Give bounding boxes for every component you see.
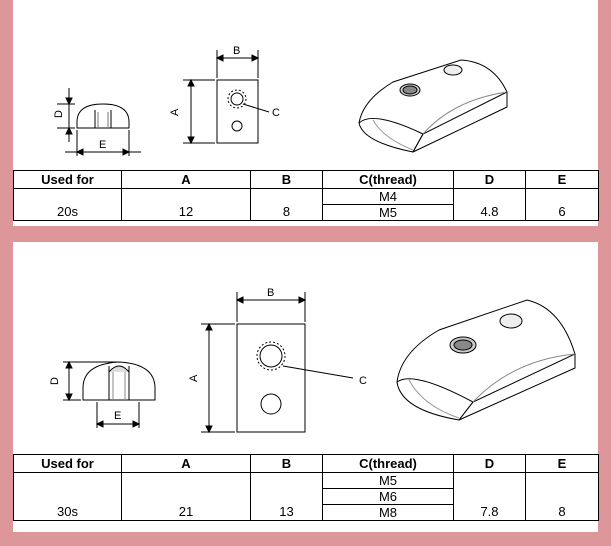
- table-row: 20s 12 8 M4 4.8 6: [13, 188, 599, 221]
- header-e: E: [525, 454, 599, 473]
- cell-a: 21: [121, 472, 251, 521]
- dim-label-b: B: [233, 45, 240, 57]
- spec-panel-30s: B A C D E Used for A B C(thread) D E 30s…: [13, 242, 599, 532]
- header-c-thread: C(thread): [322, 170, 454, 189]
- cell-e: 6: [525, 188, 599, 221]
- dim-label-c: C: [272, 107, 280, 119]
- cell-b: 13: [250, 472, 323, 521]
- dim-label-e: E: [114, 410, 121, 422]
- dim-label-b: B: [267, 287, 274, 299]
- header-b: B: [250, 170, 323, 189]
- cell-thread: M5: [322, 204, 454, 221]
- header-b: B: [250, 454, 323, 473]
- isometric-view-drawing: [396, 299, 576, 421]
- dim-label-a: A: [188, 374, 200, 382]
- header-used-for: Used for: [13, 454, 122, 473]
- table-row: M5: [14, 204, 599, 221]
- cell-a: 12: [121, 188, 251, 221]
- header-c-thread: C(thread): [322, 454, 454, 473]
- side-view-drawing: [57, 88, 141, 156]
- drawings-30s: B A C D E: [49, 287, 576, 434]
- header-used-for: Used for: [13, 170, 122, 189]
- header-d: D: [453, 454, 526, 473]
- cell-e: 8: [525, 472, 599, 521]
- table-row: 30s 21 13 M5 7.8 8: [13, 472, 599, 521]
- cell-d: 7.8: [453, 472, 526, 521]
- cell-used-for: 20s: [13, 188, 122, 221]
- dim-label-a: A: [169, 108, 181, 116]
- drawings-20s: B A C D E: [53, 45, 508, 156]
- top-view-drawing: [201, 292, 354, 434]
- cell-thread: M8: [322, 504, 454, 521]
- cell-thread: M5: [322, 472, 454, 489]
- spec-table-20s: Used for A B C(thread) D E 20s 12 8 M4 4…: [13, 170, 599, 221]
- table-header-row: Used for A B C(thread) D E: [13, 454, 599, 473]
- dim-label-d: D: [49, 377, 61, 385]
- spec-panel-20s: B A C D E Used for A B C(thread) D E 20s…: [13, 0, 599, 226]
- table-row: M8: [14, 504, 599, 521]
- cell-d: 4.8: [453, 188, 526, 221]
- cell-b: 8: [250, 188, 323, 221]
- top-view-drawing: [183, 50, 270, 145]
- header-e: E: [525, 170, 599, 189]
- dim-label-c: C: [359, 375, 367, 387]
- isometric-view-drawing: [358, 59, 508, 153]
- header-d: D: [453, 170, 526, 189]
- side-view-drawing: [63, 360, 156, 428]
- spec-table-30s: Used for A B C(thread) D E 30s 21 13 M5 …: [13, 454, 599, 521]
- dim-label-e: E: [99, 139, 106, 151]
- table-header-row: Used for A B C(thread) D E: [13, 170, 599, 189]
- header-a: A: [121, 454, 251, 473]
- dim-label-d: D: [53, 110, 65, 118]
- cell-thread: M6: [322, 488, 454, 505]
- header-a: A: [121, 170, 251, 189]
- cell-thread: M4: [322, 188, 454, 205]
- cell-used-for: 30s: [13, 472, 122, 521]
